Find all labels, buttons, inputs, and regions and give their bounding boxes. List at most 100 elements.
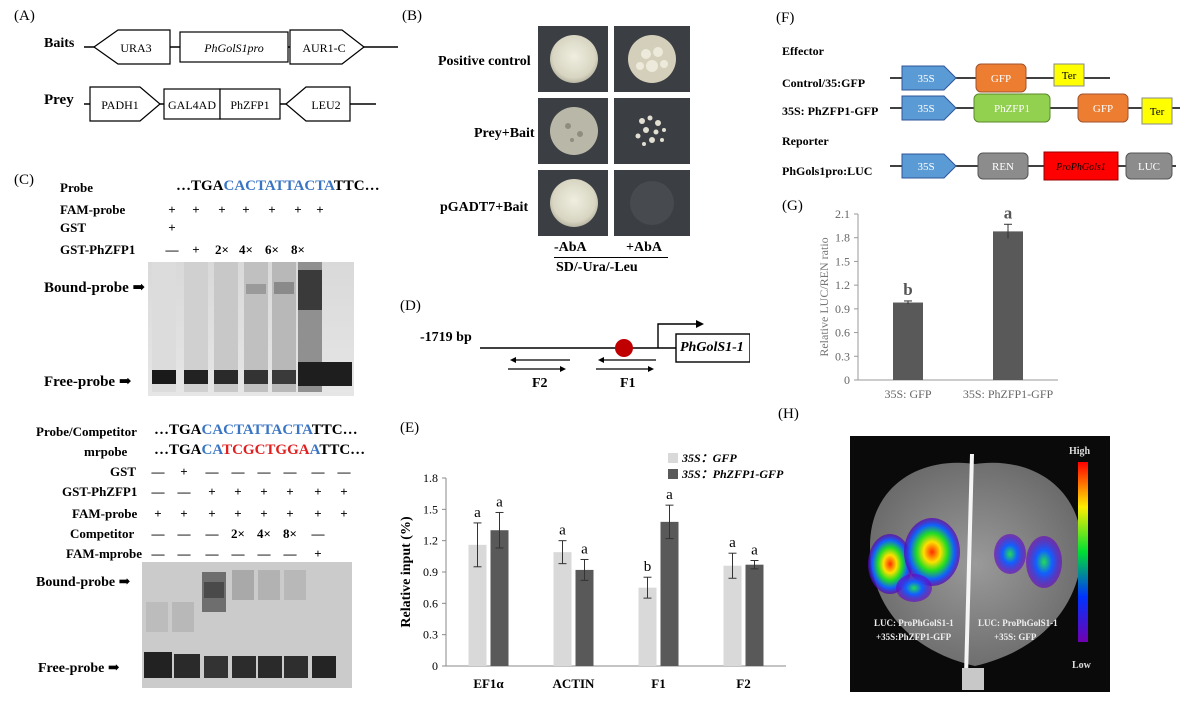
svg-text:GFP: GFP — [991, 73, 1011, 85]
x-tick-label: EF1α — [473, 676, 504, 691]
aur1c-text: AUR1-C — [302, 41, 345, 55]
col-plus-aba: +AbA — [626, 240, 662, 255]
colony-pos-minus — [550, 35, 598, 83]
luc-constructs: 35S GFP Ter 35S PhZFP1 GFP Ter 35S REN P… — [890, 63, 1180, 181]
gal4ad-box — [163, 88, 221, 120]
panel-f-label: (F) — [776, 10, 795, 26]
luc-box — [1125, 152, 1173, 180]
intensity-scale — [1078, 462, 1088, 642]
gst-label: GST — [60, 220, 87, 235]
emsa-top-cell: 8× — [291, 242, 305, 257]
emsa-top-cell: + — [316, 202, 324, 217]
emsa-top-cell: + — [218, 202, 226, 217]
medium-label: SD/-Ura/-Leu — [556, 260, 638, 275]
y-tick-label: 0.9 — [423, 565, 438, 579]
emsa-bottom-cell: — — [177, 546, 191, 561]
emsa-bottom-cell: — — [205, 546, 219, 561]
x-tick-label: 35S: GFP — [884, 387, 931, 401]
emsa-bottom-cell: + — [208, 484, 216, 499]
free-probe-label-bottom: Free-probe ➡ — [38, 661, 120, 676]
x-tick-label: F1 — [651, 676, 665, 691]
y-tick-label: 0.3 — [835, 349, 850, 363]
panel-e-label: (E) — [400, 420, 420, 436]
emsa-bottom-cell: + — [208, 506, 216, 521]
emsa-top-cell: 2× — [215, 242, 229, 257]
prey-label: Prey — [44, 92, 74, 108]
probe-competitor-label: Probe/Competitor — [36, 424, 137, 439]
ura3-text: URA3 — [120, 41, 151, 55]
promoter-35s-1 — [901, 65, 957, 91]
legend-label: 35S：GFP — [681, 451, 737, 465]
emsa-bottom-cell: — — [283, 546, 297, 561]
probe-label: Probe — [60, 180, 93, 195]
y-tick-label: 0.6 — [835, 326, 850, 340]
emsa-bottom-cell: + — [340, 484, 348, 499]
y-tick-label: 0 — [432, 659, 438, 673]
emsa-bottom-cell: — — [151, 546, 165, 561]
leaf-divider — [964, 453, 974, 677]
bar — [575, 569, 594, 666]
baits-label: Baits — [44, 36, 75, 51]
y-tick-label: 1.2 — [423, 534, 438, 548]
y-tick-label: 1.5 — [835, 254, 850, 268]
emsa-bottom-cell: — — [151, 484, 165, 499]
gene-label: PhGolS1-1 — [680, 340, 744, 355]
left-caption-1: LUC: ProPhGolS1-1 — [874, 618, 954, 628]
emsa-bottom-cell: + — [260, 484, 268, 499]
competitor-label: Competitor — [70, 526, 135, 541]
emsa-gel-top — [148, 262, 354, 396]
svg-text:REN: REN — [992, 161, 1014, 173]
gfp-box-2 — [1077, 93, 1129, 123]
significance-letter: a — [474, 505, 481, 521]
emsa-bottom-cell: — — [151, 464, 165, 479]
emsa-bottom-cell: — — [177, 484, 191, 499]
mrpobe-label: mrpobe — [84, 444, 128, 459]
primer-f1: F1 — [620, 376, 636, 391]
emsa-bottom-cell: + — [286, 506, 294, 521]
emsa-top-cell: + — [192, 242, 200, 257]
gfp-box-1 — [975, 63, 1027, 93]
ren-box — [977, 152, 1029, 180]
emsa-bottom-cell: + — [314, 506, 322, 521]
emsa-bottom-cell: 4× — [257, 526, 271, 541]
emsa-bottom-cell: — — [205, 526, 219, 541]
fam-probe-label-bottom: FAM-probe — [72, 506, 138, 521]
y-tick-label: 0.6 — [423, 596, 438, 610]
reporter-construct-label: PhGols1pro:LUC — [782, 164, 873, 178]
gal4ad-text: GAL4AD — [168, 98, 216, 112]
colony-prey-minus — [550, 107, 598, 155]
panel-d-label: (D) — [400, 298, 421, 314]
colony-pgadt7-minus — [550, 179, 598, 227]
emsa-top-cell: + — [242, 202, 250, 217]
svg-text:35S: 35S — [917, 73, 934, 85]
y-tick-label: 1.8 — [835, 231, 850, 245]
svg-text:PhZFP1: PhZFP1 — [994, 103, 1030, 115]
panel-g-label: (G) — [782, 198, 803, 214]
legend-swatch — [668, 453, 678, 463]
y-tick-label: 1.8 — [423, 471, 438, 485]
phgols1pro-text: PhGolS1pro — [203, 41, 264, 55]
scale-high: High — [1069, 446, 1091, 457]
emsa-bottom-cell: — — [231, 546, 245, 561]
emsa-bottom-cell: + — [234, 484, 242, 499]
emsa-bottom-cell: + — [154, 506, 162, 521]
emsa-top-cell: + — [268, 202, 276, 217]
bar — [745, 564, 764, 666]
ter-box-2 — [1141, 97, 1173, 125]
emsa-bottom-cell: — — [177, 526, 191, 541]
right-caption-2: +35S: GFP — [994, 632, 1037, 642]
svg-text:Ter: Ter — [1150, 106, 1165, 118]
emsa-bottom-cell: + — [180, 464, 188, 479]
significance-letter: b — [903, 280, 912, 299]
emsa-top-cell: 4× — [239, 242, 253, 257]
luciferase-image: High Low LUC: ProPhGolS1-1 +35S:PhZFP1-G… — [850, 436, 1110, 692]
legend-swatch — [668, 469, 678, 479]
svg-text:Ter: Ter — [1062, 70, 1077, 82]
emsa-bottom-cell: + — [286, 484, 294, 499]
emsa-bottom-cell: — — [311, 464, 325, 479]
right-caption-1: LUC: ProPhGolS1-1 — [978, 618, 1058, 628]
aur1c-arrow — [289, 29, 365, 65]
emsa-top-cell: — — [165, 242, 179, 257]
